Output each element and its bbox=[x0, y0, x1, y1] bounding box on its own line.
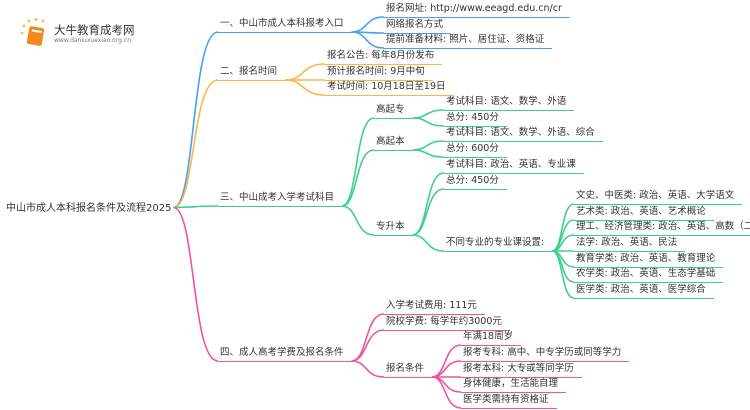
major-courses-heading: 不同专业的专业课设置: bbox=[444, 237, 553, 252]
connector bbox=[412, 149, 445, 158]
connector bbox=[341, 117, 375, 207]
leaf-subjects: 考试科目: 政治、英语、专业课 bbox=[444, 159, 584, 174]
level-gaoqiben: 高起本 bbox=[374, 136, 413, 151]
major-item: 艺术类: 政治、英语、艺术概论 bbox=[574, 206, 714, 221]
connector bbox=[551, 203, 575, 252]
logo-name: 大牛教育成考网 bbox=[54, 23, 135, 37]
logo: 大牛教育成考网 www.daniuxuexiao.org.cn bbox=[20, 18, 135, 52]
leaf-materials: 提前准备材料: 照片、居住证、资格证 bbox=[384, 34, 553, 49]
connector bbox=[412, 117, 445, 127]
leaf-total-score: 总分: 600分 bbox=[444, 143, 507, 158]
connector bbox=[412, 109, 445, 119]
branch-exam-subjects: 三、中山成考入学考试科目 bbox=[218, 192, 343, 207]
leaf-subjects: 考试科目: 语文、数学、外语 bbox=[444, 96, 575, 111]
connector bbox=[351, 329, 385, 362]
connector bbox=[173, 79, 219, 209]
major-item: 理工、经济管理类: 政治、英语、高数（二） bbox=[574, 221, 750, 236]
connector bbox=[173, 205, 219, 209]
major-item: 法学: 政治、英语、民法 bbox=[574, 237, 686, 252]
connector bbox=[551, 250, 575, 299]
connector bbox=[412, 188, 445, 236]
leaf-tuition: 院校学费: 每学年约3000元 bbox=[384, 316, 510, 331]
leaf-online-method: 网络报名方式 bbox=[384, 19, 452, 34]
connector bbox=[431, 376, 462, 409]
branch-registration-entry: 一、中山市成人本科报考入口 bbox=[218, 18, 352, 33]
condition-item: 年满18周岁 bbox=[461, 331, 522, 346]
connector bbox=[341, 205, 375, 236]
connector bbox=[351, 360, 385, 378]
leaf-exam-fee: 入学考试费用: 111元 bbox=[384, 300, 485, 315]
major-item: 文史、中医类: 政治、英语、大学语文 bbox=[574, 190, 743, 205]
major-item: 农学类: 政治、英语、生态学基础 bbox=[574, 268, 724, 283]
connector bbox=[173, 206, 219, 362]
leaf-exam-date: 考试时间: 10月18日至19日 bbox=[325, 81, 454, 96]
connector bbox=[351, 313, 385, 362]
leaf-subjects: 考试科目: 语文、数学、外语、综合 bbox=[444, 127, 603, 142]
connector bbox=[284, 63, 326, 81]
leaf-registration-period: 预计报名时间: 9月中旬 bbox=[325, 66, 433, 81]
leaf-website: 报名网址: http://www.eeagd.edu.cn/cr bbox=[384, 3, 570, 18]
logo-url: www.daniuxuexiao.org.cn bbox=[54, 37, 131, 44]
condition-item: 报考专科: 高中、中专学历或同等学力 bbox=[461, 347, 630, 362]
major-item: 医学类: 政治、英语、医学综合 bbox=[574, 284, 714, 299]
leaf-total-score: 总分: 450分 bbox=[444, 175, 507, 190]
level-gaoqizhuan: 高起专 bbox=[374, 104, 413, 119]
branch-registration-time: 二、报名时间 bbox=[218, 66, 286, 81]
leaf-total-score: 总分: 450分 bbox=[444, 112, 507, 127]
condition-item: 身体健康，生活能自理 bbox=[461, 378, 567, 393]
level-zhuanshengben: 专升本 bbox=[374, 221, 413, 236]
branch-fees-conditions: 四、成人高考学费及报名条件 bbox=[218, 347, 352, 362]
connector bbox=[431, 376, 462, 393]
root-topic: 中山市成人本科报名条件及流程2025 bbox=[6, 203, 172, 214]
connector bbox=[412, 140, 445, 151]
registration-conditions: 报名条件 bbox=[384, 363, 433, 378]
connector bbox=[351, 16, 385, 33]
connector bbox=[341, 149, 375, 207]
leaf-announcement: 报名公告: 每年8月份发布 bbox=[325, 50, 443, 65]
book-logo-icon bbox=[20, 18, 45, 46]
connector bbox=[412, 234, 445, 252]
connector bbox=[351, 31, 385, 49]
major-item: 教育学类: 政治、英语、教育理论 bbox=[574, 253, 724, 268]
connector bbox=[412, 172, 445, 236]
condition-item: 报考本科: 大专或等同学历 bbox=[461, 363, 582, 378]
connector bbox=[284, 79, 326, 96]
condition-item: 医学类需持有资格证 bbox=[461, 394, 557, 409]
connector bbox=[431, 360, 462, 378]
connector bbox=[173, 31, 219, 209]
